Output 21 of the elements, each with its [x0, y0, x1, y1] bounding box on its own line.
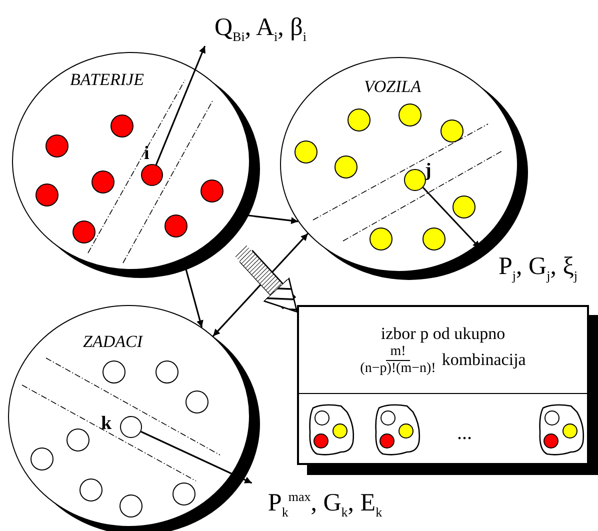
parameter-label: P$_{j}$, G$_{j}$, ξ$_{j}$ [478, 248, 598, 288]
set-title: BATERIJE [70, 70, 144, 90]
set-ellipse [12, 52, 262, 280]
parameter-label: P$_{k}$$^{max}$, G$_{k}$, E$_{k}$ [245, 483, 405, 525]
index-label: k [101, 414, 112, 433]
index-label: i [144, 144, 150, 163]
arrow [212, 233, 308, 337]
fraction-denominator: (n−p)!(m−n)! [360, 360, 436, 376]
set-title: ZADACI [83, 332, 142, 352]
ellipsis-label: ... [457, 422, 472, 445]
set-ellipse [280, 57, 530, 282]
arrow [155, 46, 206, 166]
panel-text: izbor p od ukupno [380, 324, 506, 344]
arrow [140, 430, 252, 484]
set-title: VOZILA [364, 77, 422, 97]
arrow [422, 186, 480, 249]
panel-text: kombinacija [442, 350, 526, 370]
index-label: j [425, 161, 432, 180]
fraction-numerator: m! [386, 344, 410, 360]
set-ellipse [8, 305, 262, 531]
parameter-label: Q$_{Bi}$, A$_{i}$, β$_{i}$ [188, 12, 333, 46]
